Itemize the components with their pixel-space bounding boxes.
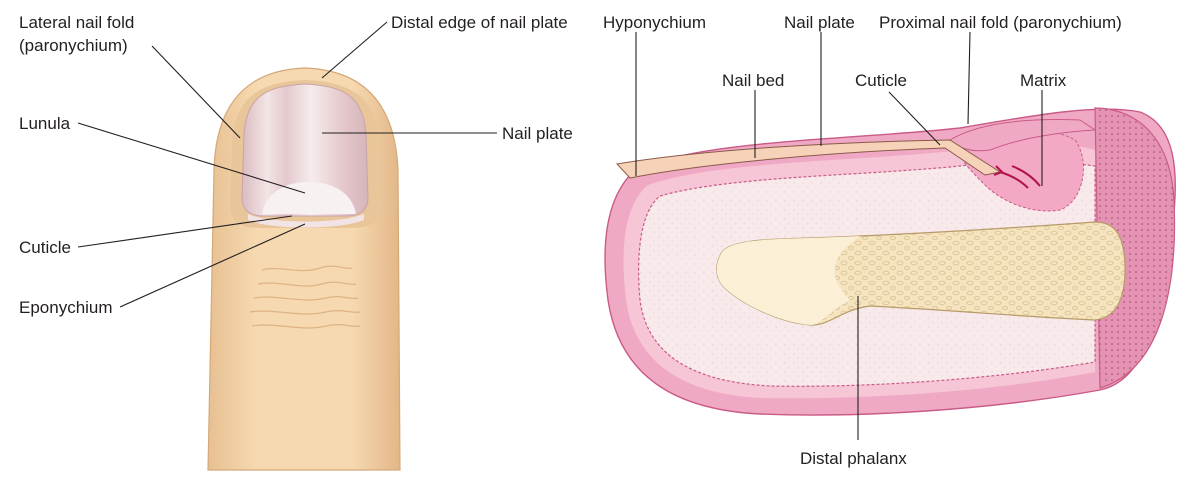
panel-b-cross-section bbox=[604, 107, 1176, 416]
proximal-side-band bbox=[1094, 107, 1176, 389]
matrix-growth-arrows bbox=[993, 165, 1041, 189]
leader-cuticle-a bbox=[77, 215, 293, 248]
bone-cap bbox=[716, 236, 860, 326]
label-cuticle-b: Cuticle bbox=[855, 71, 907, 90]
label-lunula: Lunula bbox=[19, 114, 71, 133]
panel-a-finger-illustration bbox=[207, 67, 401, 471]
leader-cuticle-b bbox=[888, 91, 941, 146]
leader-lateral-nail-fold bbox=[151, 45, 241, 139]
leader-eponychium bbox=[119, 223, 306, 308]
panel-letter-b: B bbox=[597, 475, 608, 477]
lunula-shape bbox=[262, 182, 356, 214]
panel-letter-a: A bbox=[14, 475, 26, 477]
leader-lunula bbox=[77, 122, 306, 194]
proximal-nail-fold-shape bbox=[949, 119, 1097, 152]
label-hyponychium: Hyponychium bbox=[603, 13, 706, 32]
label-lateral-nail-fold-line1: Lateral nail fold bbox=[19, 13, 134, 32]
nail-plate-section bbox=[616, 139, 1002, 179]
label-distal-phalanx: Distal phalanx bbox=[800, 449, 907, 468]
eponychium-fold bbox=[248, 214, 364, 228]
label-lateral-nail-fold-line2: (paronychium) bbox=[19, 36, 128, 55]
label-cuticle-a: Cuticle bbox=[19, 238, 71, 257]
label-nail-bed: Nail bed bbox=[722, 71, 784, 90]
label-nail-plate-b: Nail plate bbox=[784, 13, 855, 32]
leader-proximal-nail-fold bbox=[967, 31, 971, 125]
knuckle-wrinkles bbox=[249, 265, 361, 329]
leader-distal-edge bbox=[321, 21, 388, 79]
label-matrix: Matrix bbox=[1020, 71, 1067, 90]
label-nail-plate-a: Nail plate bbox=[502, 124, 573, 143]
label-eponychium: Eponychium bbox=[19, 298, 113, 317]
label-proximal-nail-fold: Proximal nail fold (paronychium) bbox=[879, 13, 1122, 32]
panel-a-labels: Lateral nail fold (paronychium) Distal e… bbox=[14, 13, 573, 477]
label-distal-edge-of-nail-plate: Distal edge of nail plate bbox=[391, 13, 568, 32]
panel-b-leader-lines bbox=[635, 31, 1043, 440]
panel-b-labels: Hyponychium Nail plate Proximal nail fol… bbox=[597, 13, 1122, 477]
panel-a-leader-lines bbox=[77, 21, 497, 308]
